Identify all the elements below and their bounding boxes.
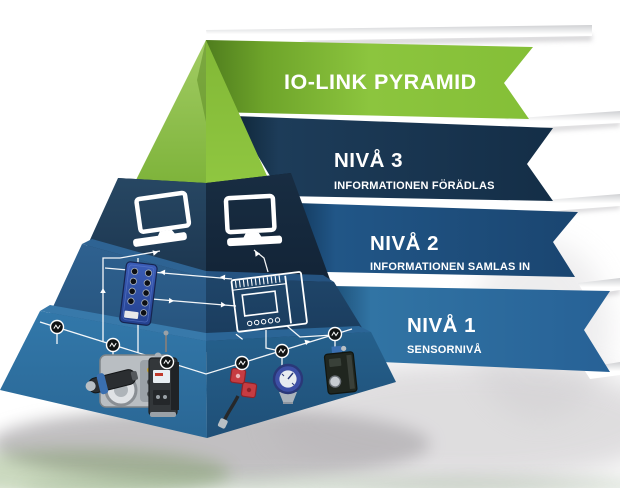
level1-subtitle: SENSORNIVÅ [407, 343, 482, 356]
level3-subtitle: INFORMATIONEN FÖRÄDLAS [334, 179, 495, 192]
plc-controller-icon [230, 271, 308, 340]
io-link-node-icon [234, 355, 250, 371]
ribbon-level-2: NIVÅ 2 INFORMATIONEN SAMLAS IN [296, 203, 578, 277]
ribbon-level-1: NIVÅ 1 SENSORNIVÅ [332, 286, 610, 372]
ribbon-level-3: NIVÅ 3 INFORMATIONEN FÖRÄDLAS [234, 116, 553, 201]
io-link-master-icon [119, 261, 158, 326]
io-link-node-icon [105, 337, 121, 353]
desktop-computer-icon [133, 190, 192, 247]
io-link-node-icon [274, 343, 290, 359]
level2-title: NIVÅ 2 [370, 231, 439, 255]
ribbon-banner: IO-LINK PYRAMID [206, 40, 533, 119]
paper-sliver [545, 194, 620, 211]
banner-ribbon-shape [206, 40, 533, 119]
trunk-wire [102, 250, 161, 342]
level1-title: NIVÅ 1 [407, 313, 476, 337]
cylindrical-proximity-sensor-icon [85, 369, 138, 395]
safety-switch-icon [217, 367, 258, 429]
sensor-bus-wire [39, 321, 353, 375]
plc-down-wire-2 [286, 325, 334, 338]
display-sensor-icon [148, 352, 179, 417]
level3-title: NIVÅ 3 [334, 148, 403, 172]
io-link-node-icon [49, 319, 65, 335]
io-link-nodes [49, 319, 343, 371]
banner-title: IO-LINK PYRAMID [284, 70, 477, 94]
wire-arrows [100, 250, 310, 346]
level1-ribbon-shape [332, 286, 610, 372]
pyramid-apex [131, 40, 272, 192]
level2-subtitle: INFORMATIONEN SAMLAS IN [370, 261, 530, 273]
desktop-computer-icon [223, 193, 283, 247]
io-link-node-icon [159, 354, 175, 370]
pressure-sensor-icon [272, 363, 304, 404]
io-link-node-icon [327, 326, 343, 342]
photoelectric-sensor-icon [323, 345, 358, 395]
paper-sliver [206, 25, 592, 42]
level3-ribbon-shape [234, 116, 553, 201]
level2-ribbon-shape [296, 203, 578, 277]
paper-sliver [505, 111, 620, 129]
